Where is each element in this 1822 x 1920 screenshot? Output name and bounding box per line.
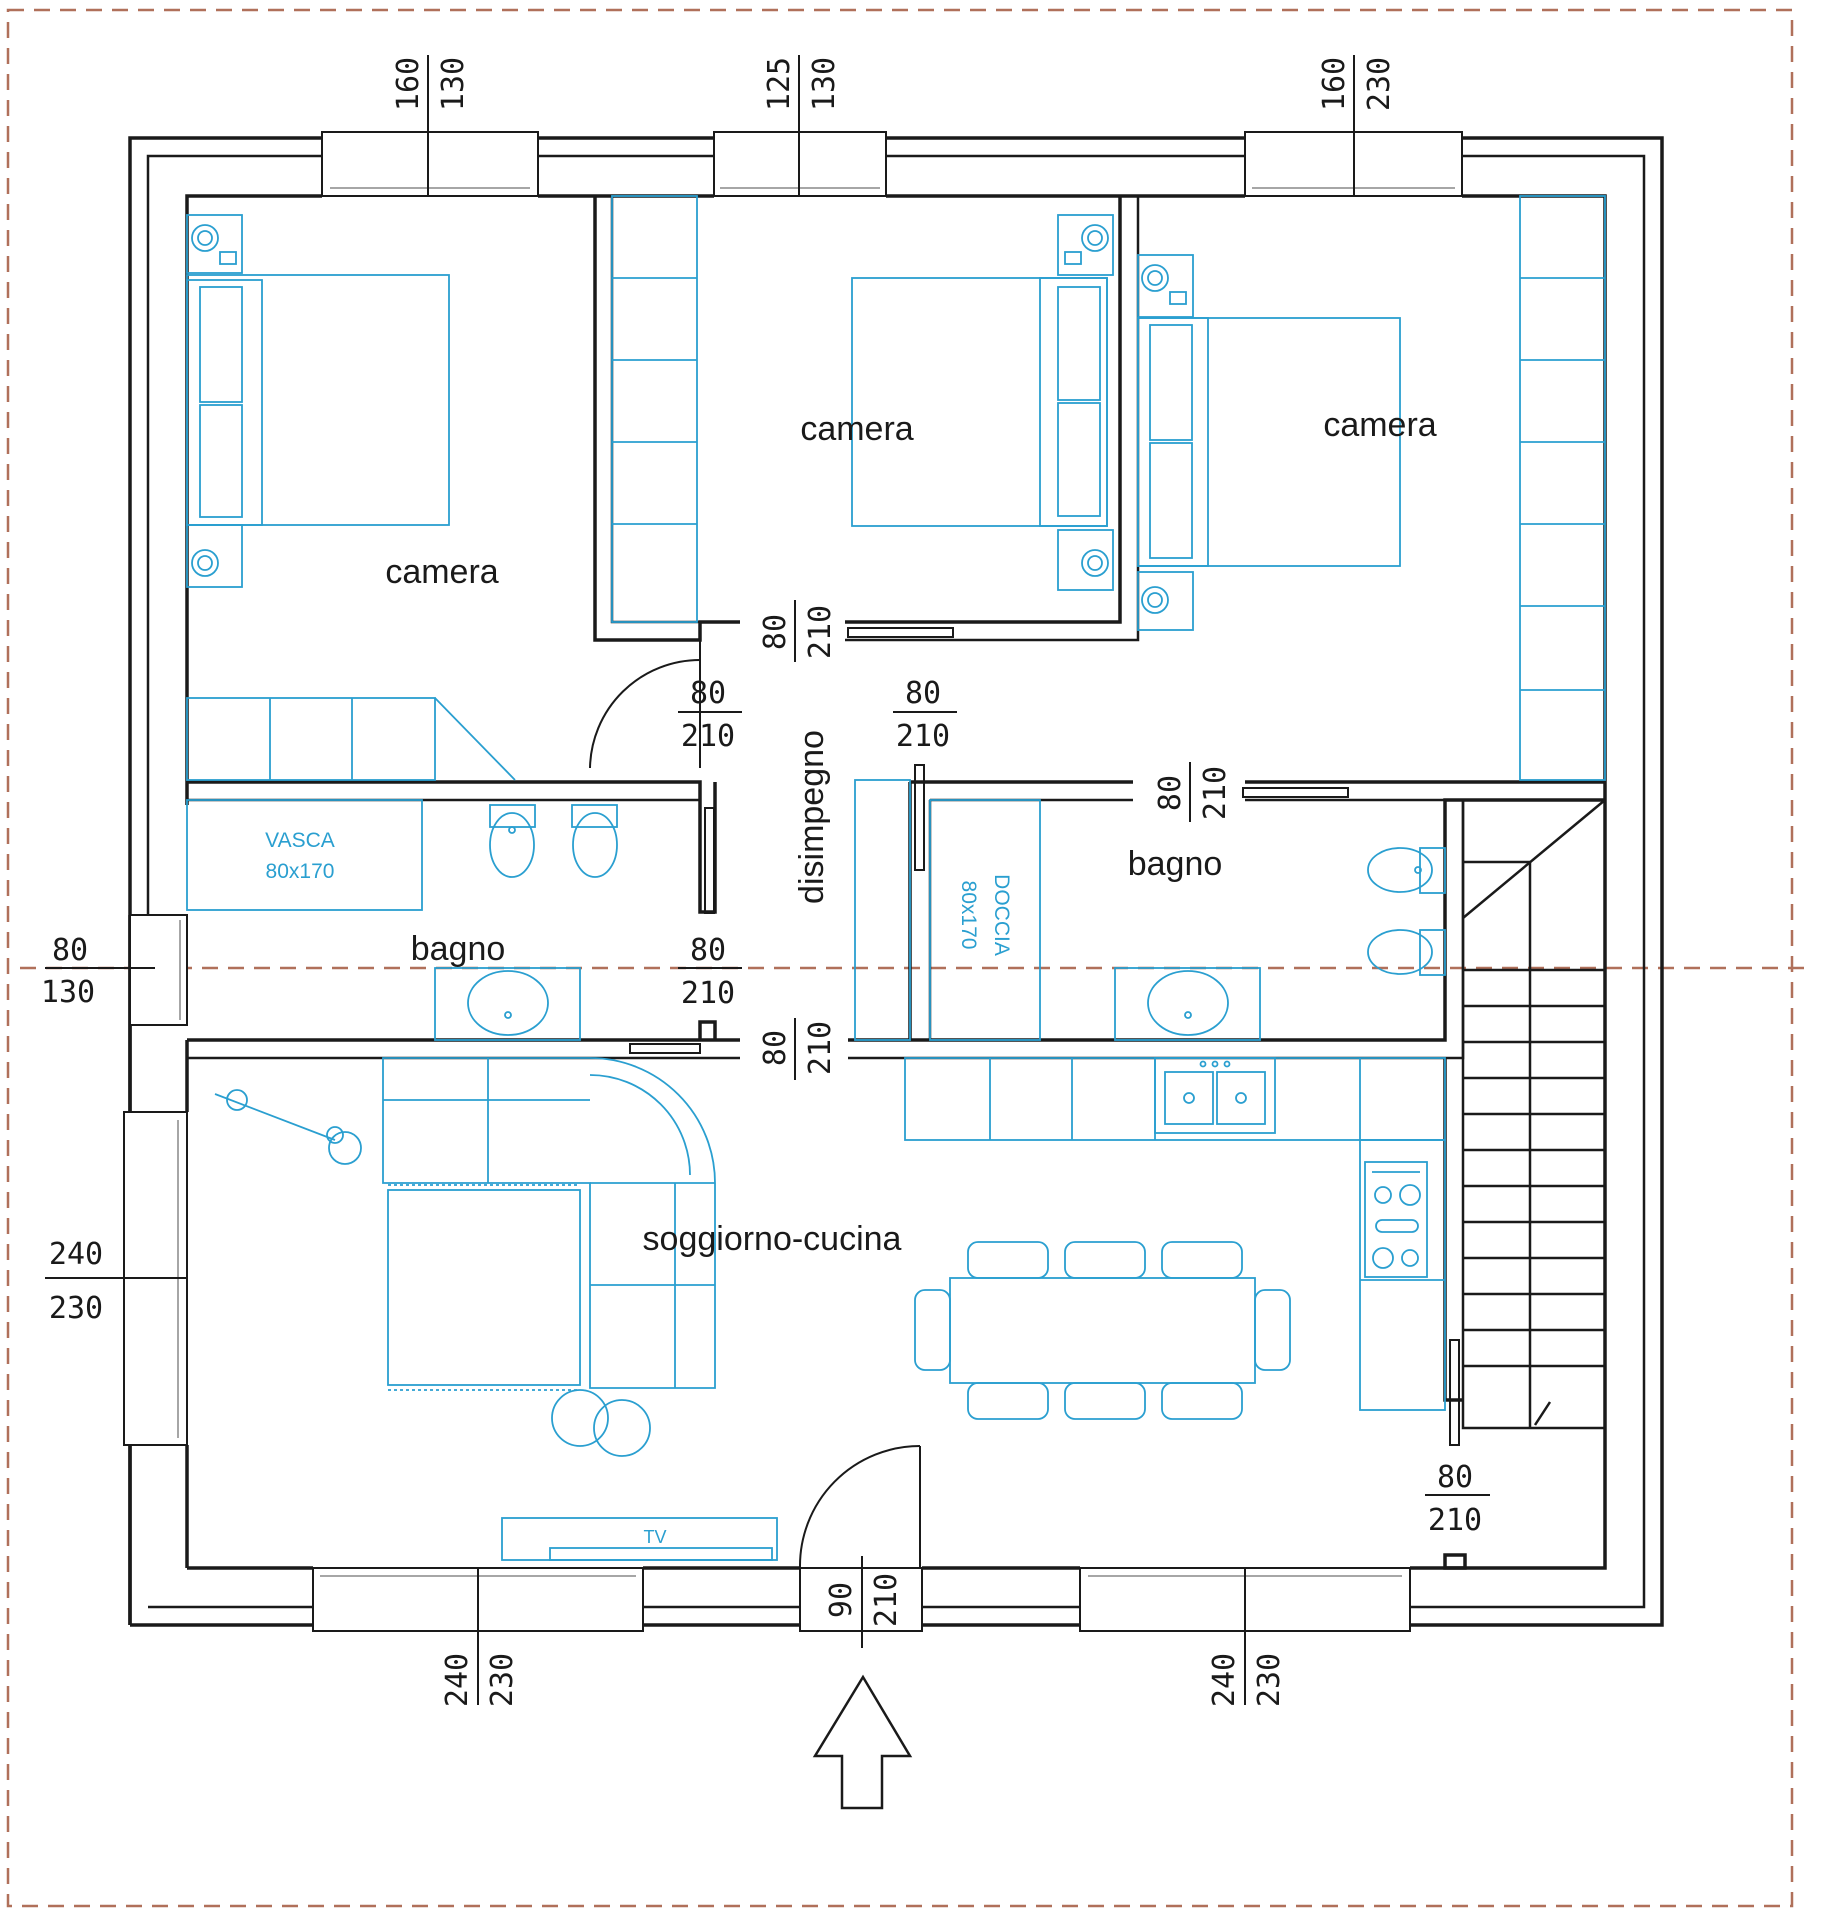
- dim-win-bottom-left-a: 240: [440, 1653, 475, 1707]
- outer-walls: [128, 136, 1664, 1627]
- bed-center: [851, 214, 1114, 591]
- bed-left: [186, 214, 450, 588]
- bidet-right: [1367, 847, 1446, 894]
- dim-door-bagno-left-a: 80: [690, 933, 726, 968]
- dim-win-bottom-left-b: 230: [485, 1653, 520, 1707]
- sink-left: [434, 967, 581, 1041]
- wardrobe-left: [186, 697, 516, 781]
- dim-win-top-left-a: 160: [391, 57, 426, 111]
- interior-walls: [187, 196, 1605, 1570]
- dim-win-top-center-a: 125: [762, 57, 797, 111]
- shower: [854, 779, 1041, 1041]
- dim-win-bottom-right-b: 230: [1252, 1653, 1287, 1707]
- room-soggiorno: soggiorno-cucina: [643, 1220, 902, 1258]
- bidet-left: [489, 804, 536, 878]
- kitchen-counter: [904, 1057, 1446, 1411]
- dim-door-cam-right-b: 210: [896, 719, 950, 754]
- dim-win-top-left-b: 130: [436, 57, 471, 111]
- room-disimpegno: disimpegno: [793, 730, 831, 904]
- property-boundary: [6, 8, 1794, 1908]
- dim-door-bagno-right-b: 210: [1198, 766, 1233, 820]
- dim-door-cam-left-a: 80: [690, 676, 726, 711]
- toilet-right: [1367, 929, 1446, 976]
- dim-entrance-a: 90: [824, 1582, 859, 1618]
- dim-door-disimpegno-b: 210: [803, 1021, 838, 1075]
- dimension-labels: 160 130 125 130 160 230 80 130 240 230 2…: [41, 55, 1490, 1707]
- dim-door-bagno-right-a: 80: [1153, 775, 1188, 811]
- rug: [387, 1184, 581, 1391]
- room-labels: camera camera camera bagno bagno soggior…: [385, 406, 1436, 1258]
- dim-win-left-upper-a: 80: [52, 933, 88, 968]
- label-doccia: DOCCIA: [990, 874, 1013, 956]
- dim-door-disimpegno-a: 80: [758, 1030, 793, 1066]
- entrance-arrow-icon: [812, 1674, 913, 1810]
- label-vasca-size: 80x170: [266, 860, 335, 883]
- dim-door-cam-center-b: 210: [803, 605, 838, 659]
- fixture-labels: VASCA 80x170 DOCCIA 80x170 TV: [265, 829, 1013, 1547]
- room-bagno-left: bagno: [411, 930, 506, 968]
- label-vasca: VASCA: [265, 829, 335, 852]
- side-tables: [551, 1389, 651, 1457]
- dim-door-stairs-a: 80: [1437, 1460, 1473, 1495]
- dim-entrance-b: 210: [869, 1573, 904, 1627]
- label-tv: TV: [643, 1527, 666, 1547]
- wardrobe-right: [1519, 195, 1606, 781]
- sofa: [382, 1057, 716, 1389]
- dim-win-left-upper-b: 130: [41, 975, 95, 1010]
- tv-unit: [501, 1517, 778, 1561]
- dim-win-left-lower-b: 230: [49, 1291, 103, 1326]
- staircase: [1461, 798, 1607, 1430]
- dim-door-cam-left-b: 210: [681, 719, 735, 754]
- dim-win-top-right-a: 160: [1317, 57, 1352, 111]
- doors: [589, 627, 1460, 1569]
- room-camera-right: camera: [1323, 406, 1436, 444]
- dim-door-stairs-b: 210: [1428, 1503, 1482, 1538]
- dining-table: [914, 1241, 1291, 1420]
- bed-right: [1137, 254, 1401, 631]
- room-camera-center: camera: [800, 410, 913, 448]
- sink-right: [1114, 967, 1261, 1041]
- room-camera-left: camera: [385, 553, 498, 591]
- bathtub: [186, 799, 423, 911]
- dim-win-left-lower-a: 240: [49, 1237, 103, 1272]
- dim-door-cam-center-a: 80: [758, 614, 793, 650]
- dim-win-bottom-right-a: 240: [1207, 1653, 1242, 1707]
- toilet-left: [571, 804, 618, 878]
- wardrobe-center: [611, 195, 698, 623]
- dim-door-cam-right-a: 80: [905, 676, 941, 711]
- floor-lamp: [214, 1089, 362, 1165]
- dim-win-top-center-b: 130: [807, 57, 842, 111]
- kitchen-sink: [1154, 1057, 1276, 1134]
- dim-door-bagno-left-b: 210: [681, 976, 735, 1011]
- room-bagno-right: bagno: [1128, 845, 1223, 883]
- stove: [1364, 1161, 1428, 1278]
- dim-win-top-right-b: 230: [1362, 57, 1397, 111]
- label-doccia-size: 80x170: [957, 881, 980, 950]
